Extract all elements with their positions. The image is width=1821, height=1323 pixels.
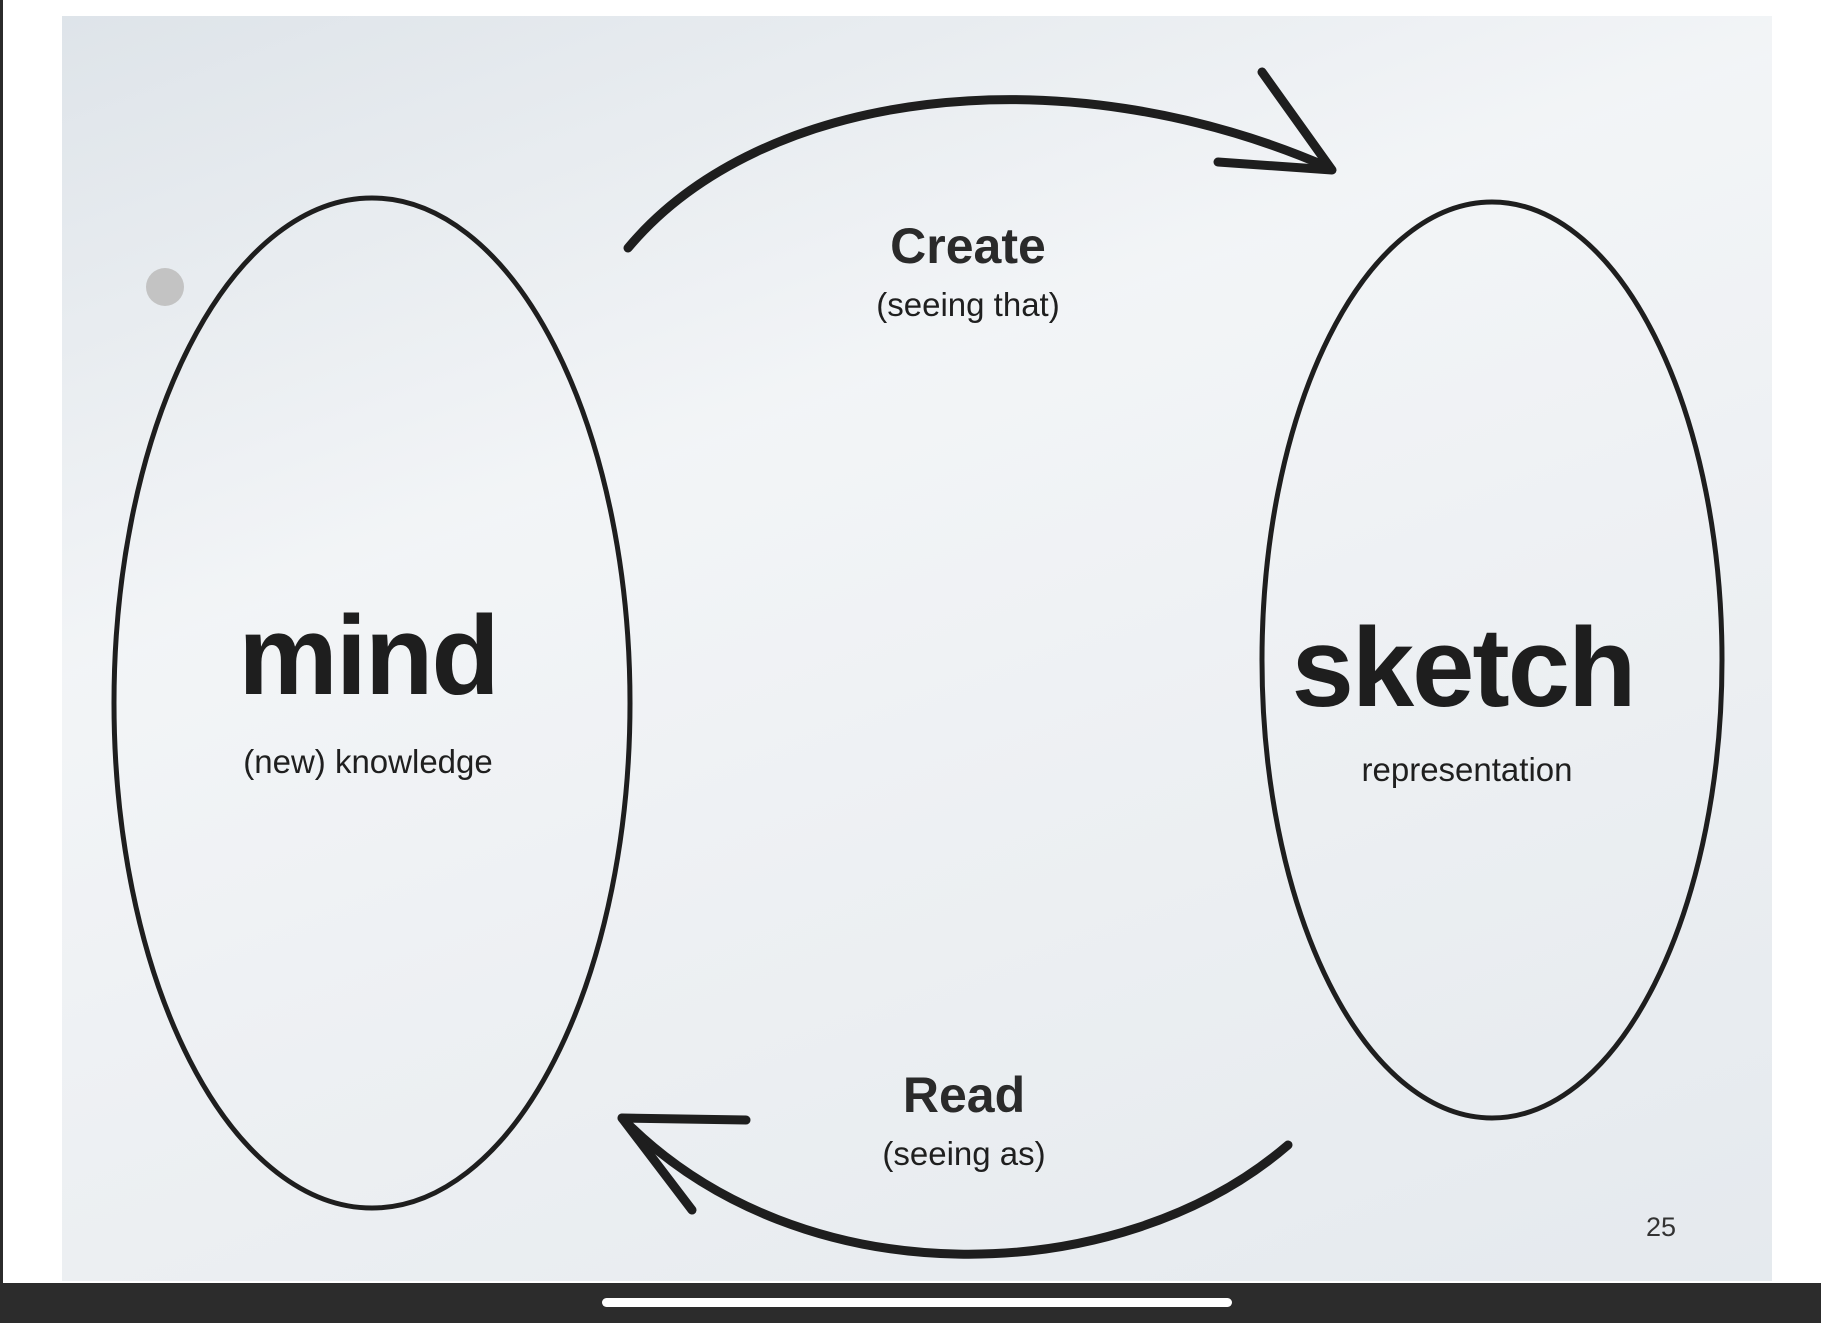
left-edge-rule (0, 0, 3, 1283)
create-label: Create (890, 218, 1046, 274)
read-arrow-head (617, 1113, 751, 1215)
read-label: Read (902, 1067, 1026, 1123)
home-indicator[interactable] (602, 1298, 1232, 1307)
create-arrow-head (1213, 67, 1337, 175)
create-subtitle: (seeing that) (876, 286, 1060, 323)
mind-ellipse (111, 195, 633, 1211)
read-arrow-arc (617, 1113, 1293, 1259)
mind-label: mind (238, 593, 500, 718)
pointer-dot (146, 268, 184, 306)
mind-subtitle: (new) knowledge (243, 743, 493, 780)
page-number: 25 (1646, 1212, 1677, 1242)
background-texture (62, 16, 1772, 1281)
read-subtitle: (seeing as) (882, 1135, 1046, 1172)
sketch-subtitle: representation (1361, 751, 1573, 788)
sketch-ellipse (1259, 199, 1725, 1121)
sketch-label: sketch (1291, 605, 1637, 730)
create-arrow-arc (623, 95, 1335, 253)
slide-canvas (62, 16, 1772, 1281)
